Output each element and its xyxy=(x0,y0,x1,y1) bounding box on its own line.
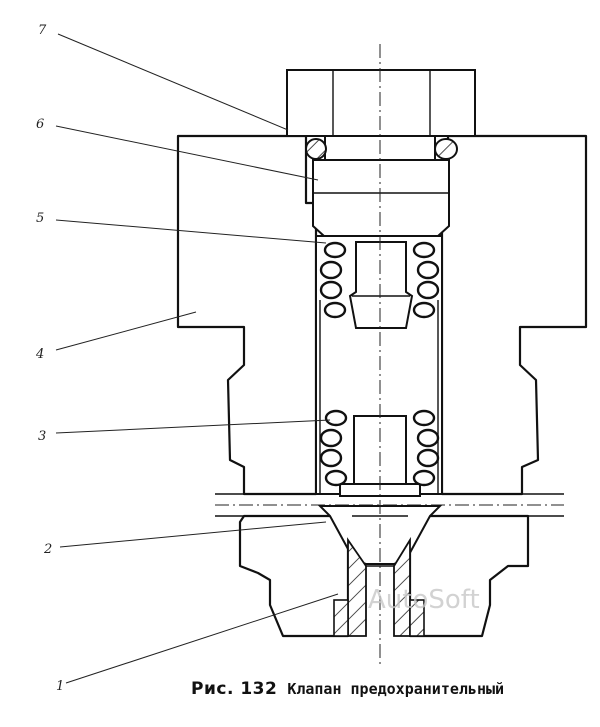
callout-6: 6 xyxy=(36,117,44,132)
cap-plug xyxy=(286,69,476,237)
figure-number: Рис. 132 xyxy=(191,679,278,699)
lower-spring xyxy=(319,409,440,487)
figure-title: Клапан предохранительный xyxy=(287,680,505,698)
watermark-text: AutoSoft xyxy=(368,585,480,615)
sealing-washer xyxy=(305,138,458,160)
callout-4: 4 xyxy=(35,347,44,362)
figure-caption: Рис. 132 Клапан предохранительный xyxy=(191,679,504,699)
callout-2: 2 xyxy=(43,542,52,557)
callout-3: 3 xyxy=(38,429,46,444)
callout-5: 5 xyxy=(36,211,44,226)
upper-spring xyxy=(319,241,440,319)
callout-1: 1 xyxy=(56,679,64,694)
valve-seat xyxy=(333,536,425,637)
upper-spring-seat xyxy=(348,241,414,329)
callout-7: 7 xyxy=(38,23,47,38)
callout-labels: 7 6 5 4 3 2 1 xyxy=(35,23,64,694)
callout-leaders xyxy=(55,33,339,684)
